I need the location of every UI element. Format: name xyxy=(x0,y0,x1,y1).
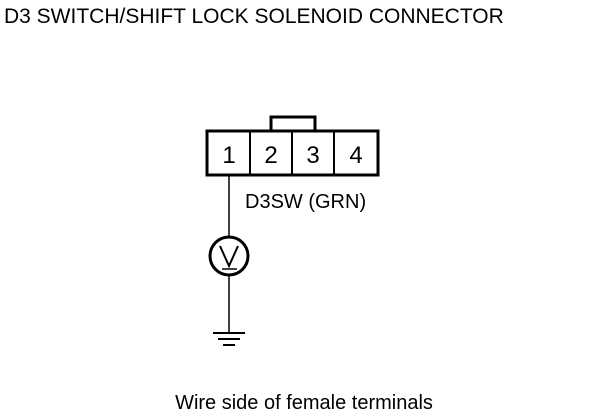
connector-lock-tab xyxy=(269,115,317,131)
wire-label: D3SW (GRN) xyxy=(245,191,366,213)
voltmeter-icon xyxy=(208,235,250,277)
ground-icon xyxy=(213,332,245,346)
terminal-3-label: 3 xyxy=(306,142,319,169)
diagram-caption: Wire side of female terminals xyxy=(175,392,433,414)
terminal-1-label: 1 xyxy=(222,142,235,169)
terminal-2-label: 2 xyxy=(264,142,277,169)
diagram-title: D3 SWITCH/SHIFT LOCK SOLENOID CONNECTOR xyxy=(4,5,504,28)
terminal-4-label: 4 xyxy=(349,142,362,169)
